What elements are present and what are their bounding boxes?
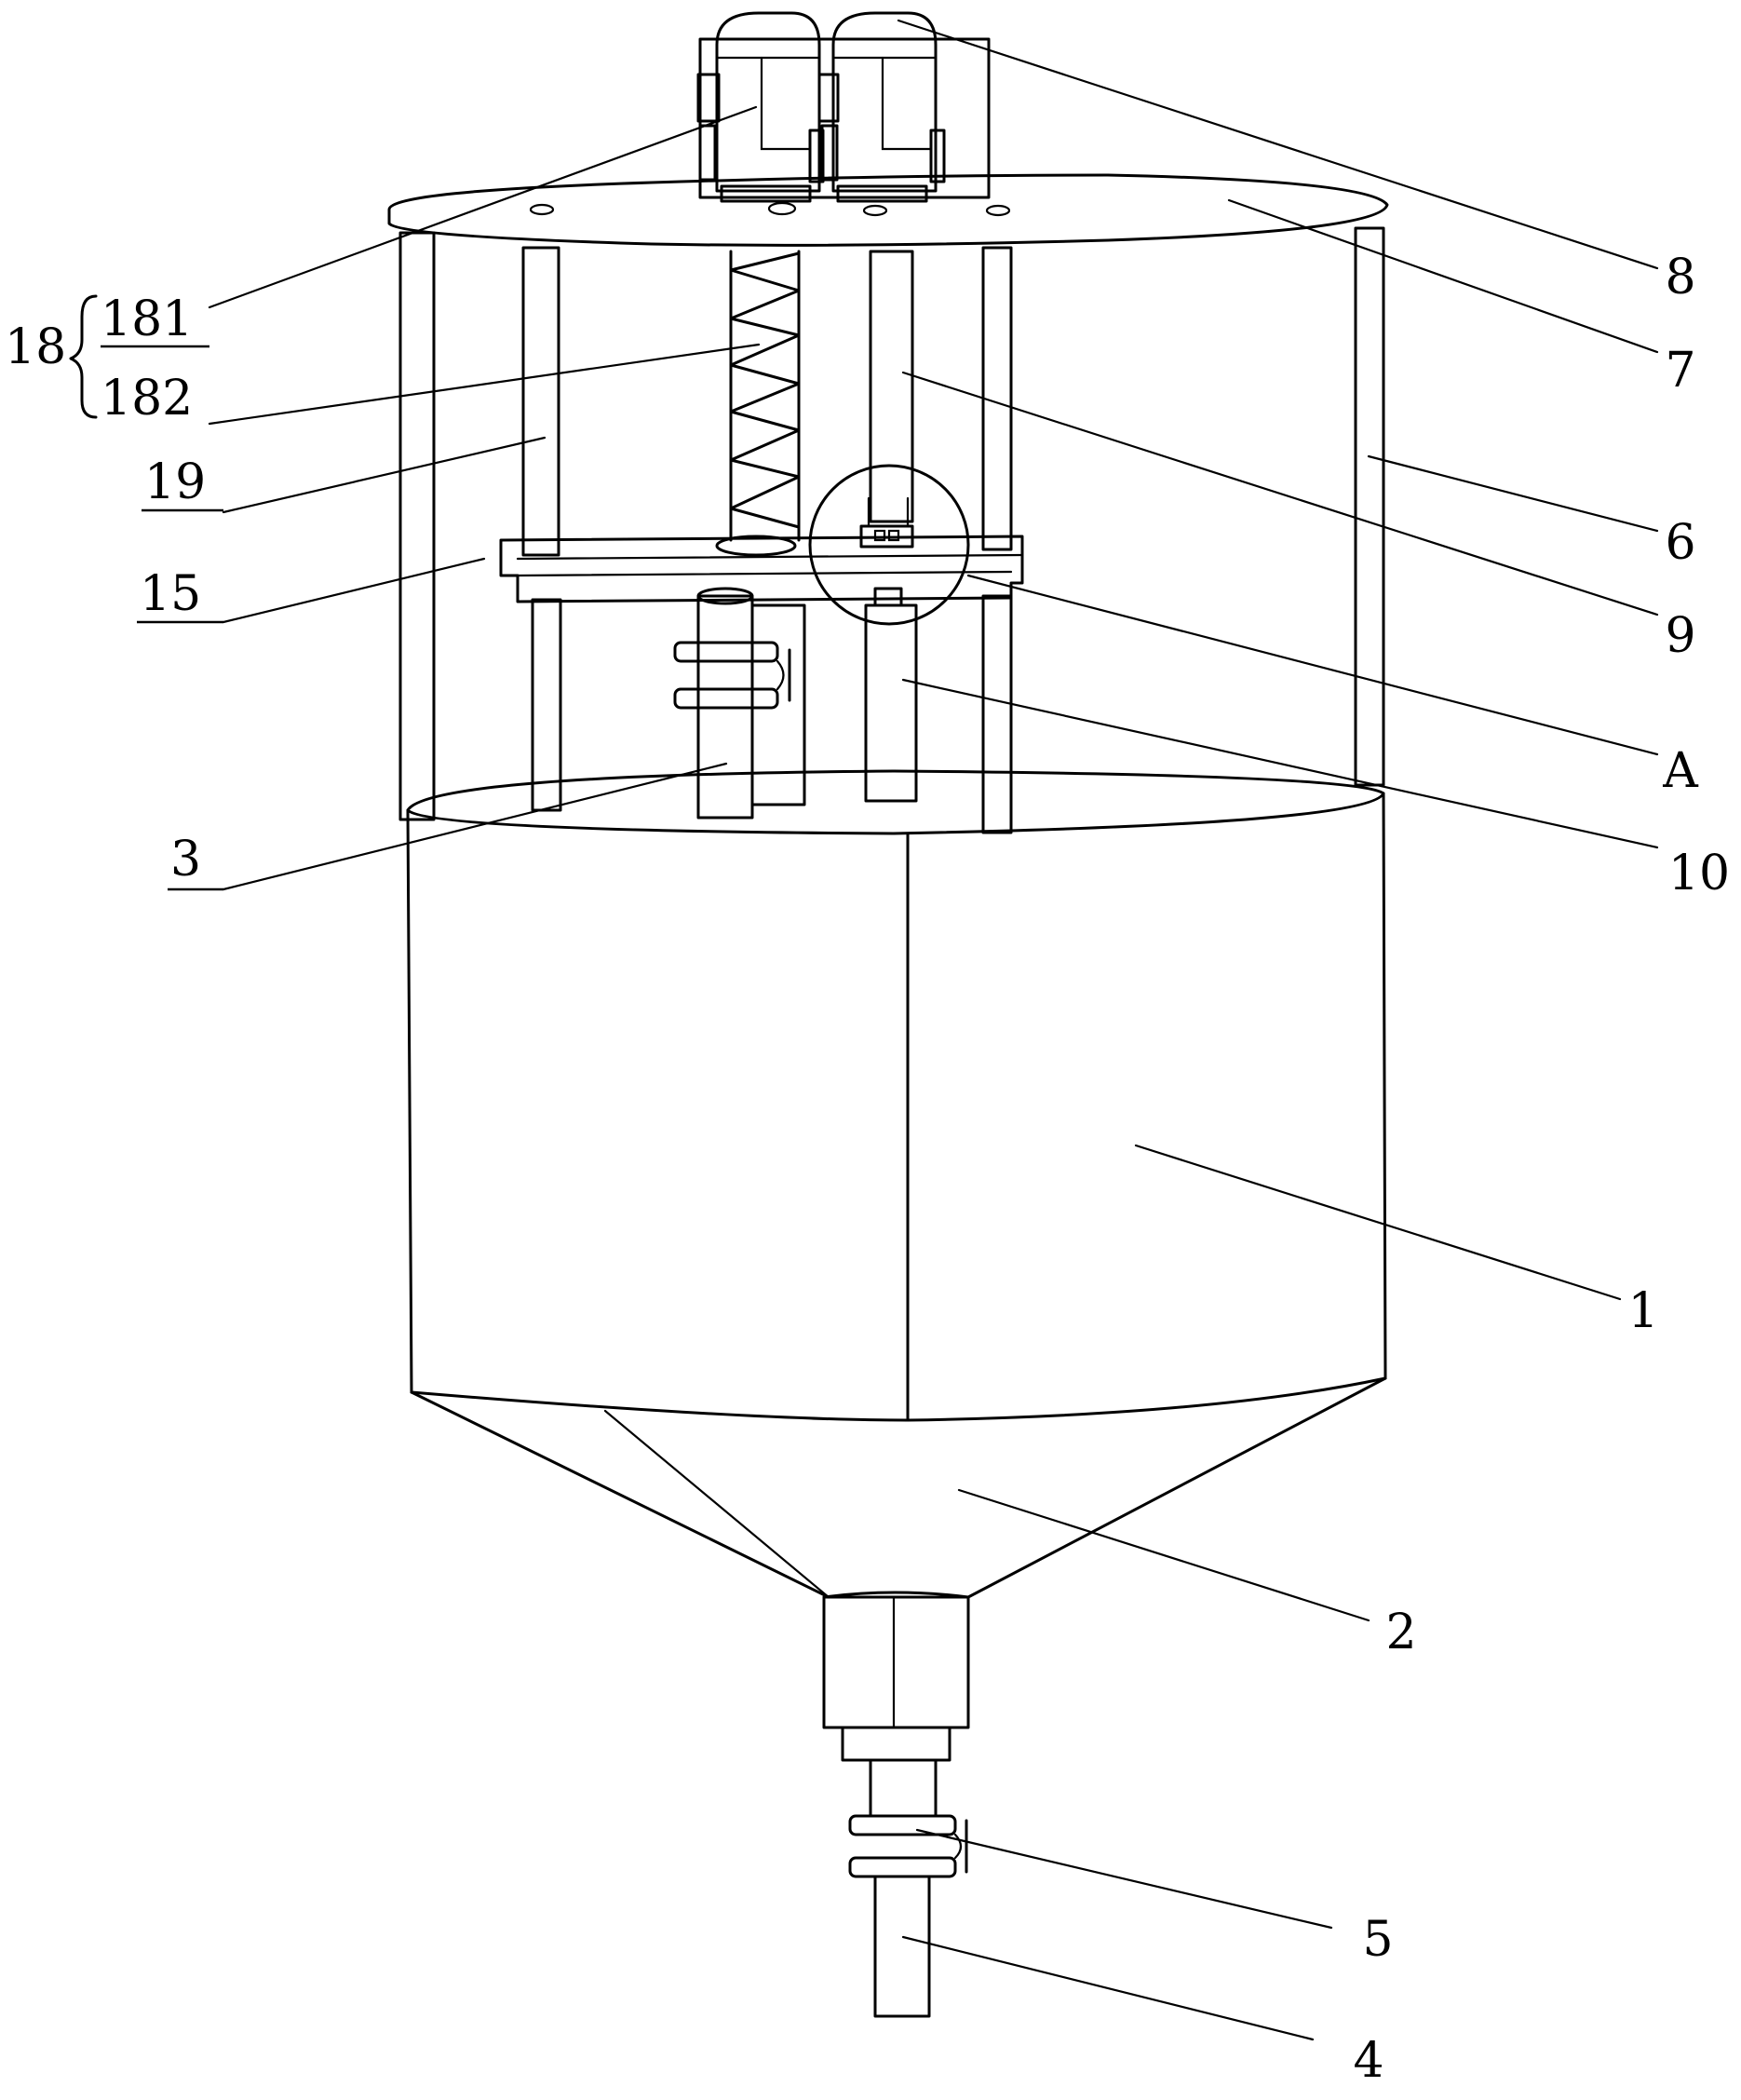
- label-4: 4: [1353, 2033, 1383, 2089]
- label-A: A: [1662, 743, 1699, 799]
- outlet-assembly: [824, 1597, 968, 2016]
- cone-bottom: [412, 1378, 1385, 1597]
- rod: [870, 251, 912, 522]
- label-7: 7: [1665, 343, 1695, 399]
- label-3: 3: [170, 832, 201, 887]
- label-2: 2: [1385, 1605, 1416, 1660]
- tank-body: [408, 793, 1385, 1420]
- feed-pipe: [675, 589, 804, 818]
- outer-posts: [400, 228, 1383, 820]
- label-15: 15: [140, 566, 201, 622]
- label-18: 18: [5, 319, 66, 375]
- label-6: 6: [1665, 515, 1695, 571]
- screw-spring: [717, 251, 799, 555]
- label-10: 10: [1668, 846, 1730, 901]
- label-5: 5: [1362, 1912, 1393, 1968]
- label-9: 9: [1665, 608, 1695, 664]
- label-8: 8: [1665, 250, 1695, 305]
- brace: [71, 296, 96, 417]
- label-19: 19: [144, 454, 206, 510]
- leader-lines: [209, 20, 1657, 2039]
- lifting-beam: [501, 536, 1022, 602]
- detail-circle: [810, 466, 968, 624]
- motor-assembly: [698, 13, 989, 201]
- label-181: 181: [101, 291, 193, 347]
- label-1: 1: [1627, 1283, 1658, 1339]
- label-182: 182: [101, 371, 193, 427]
